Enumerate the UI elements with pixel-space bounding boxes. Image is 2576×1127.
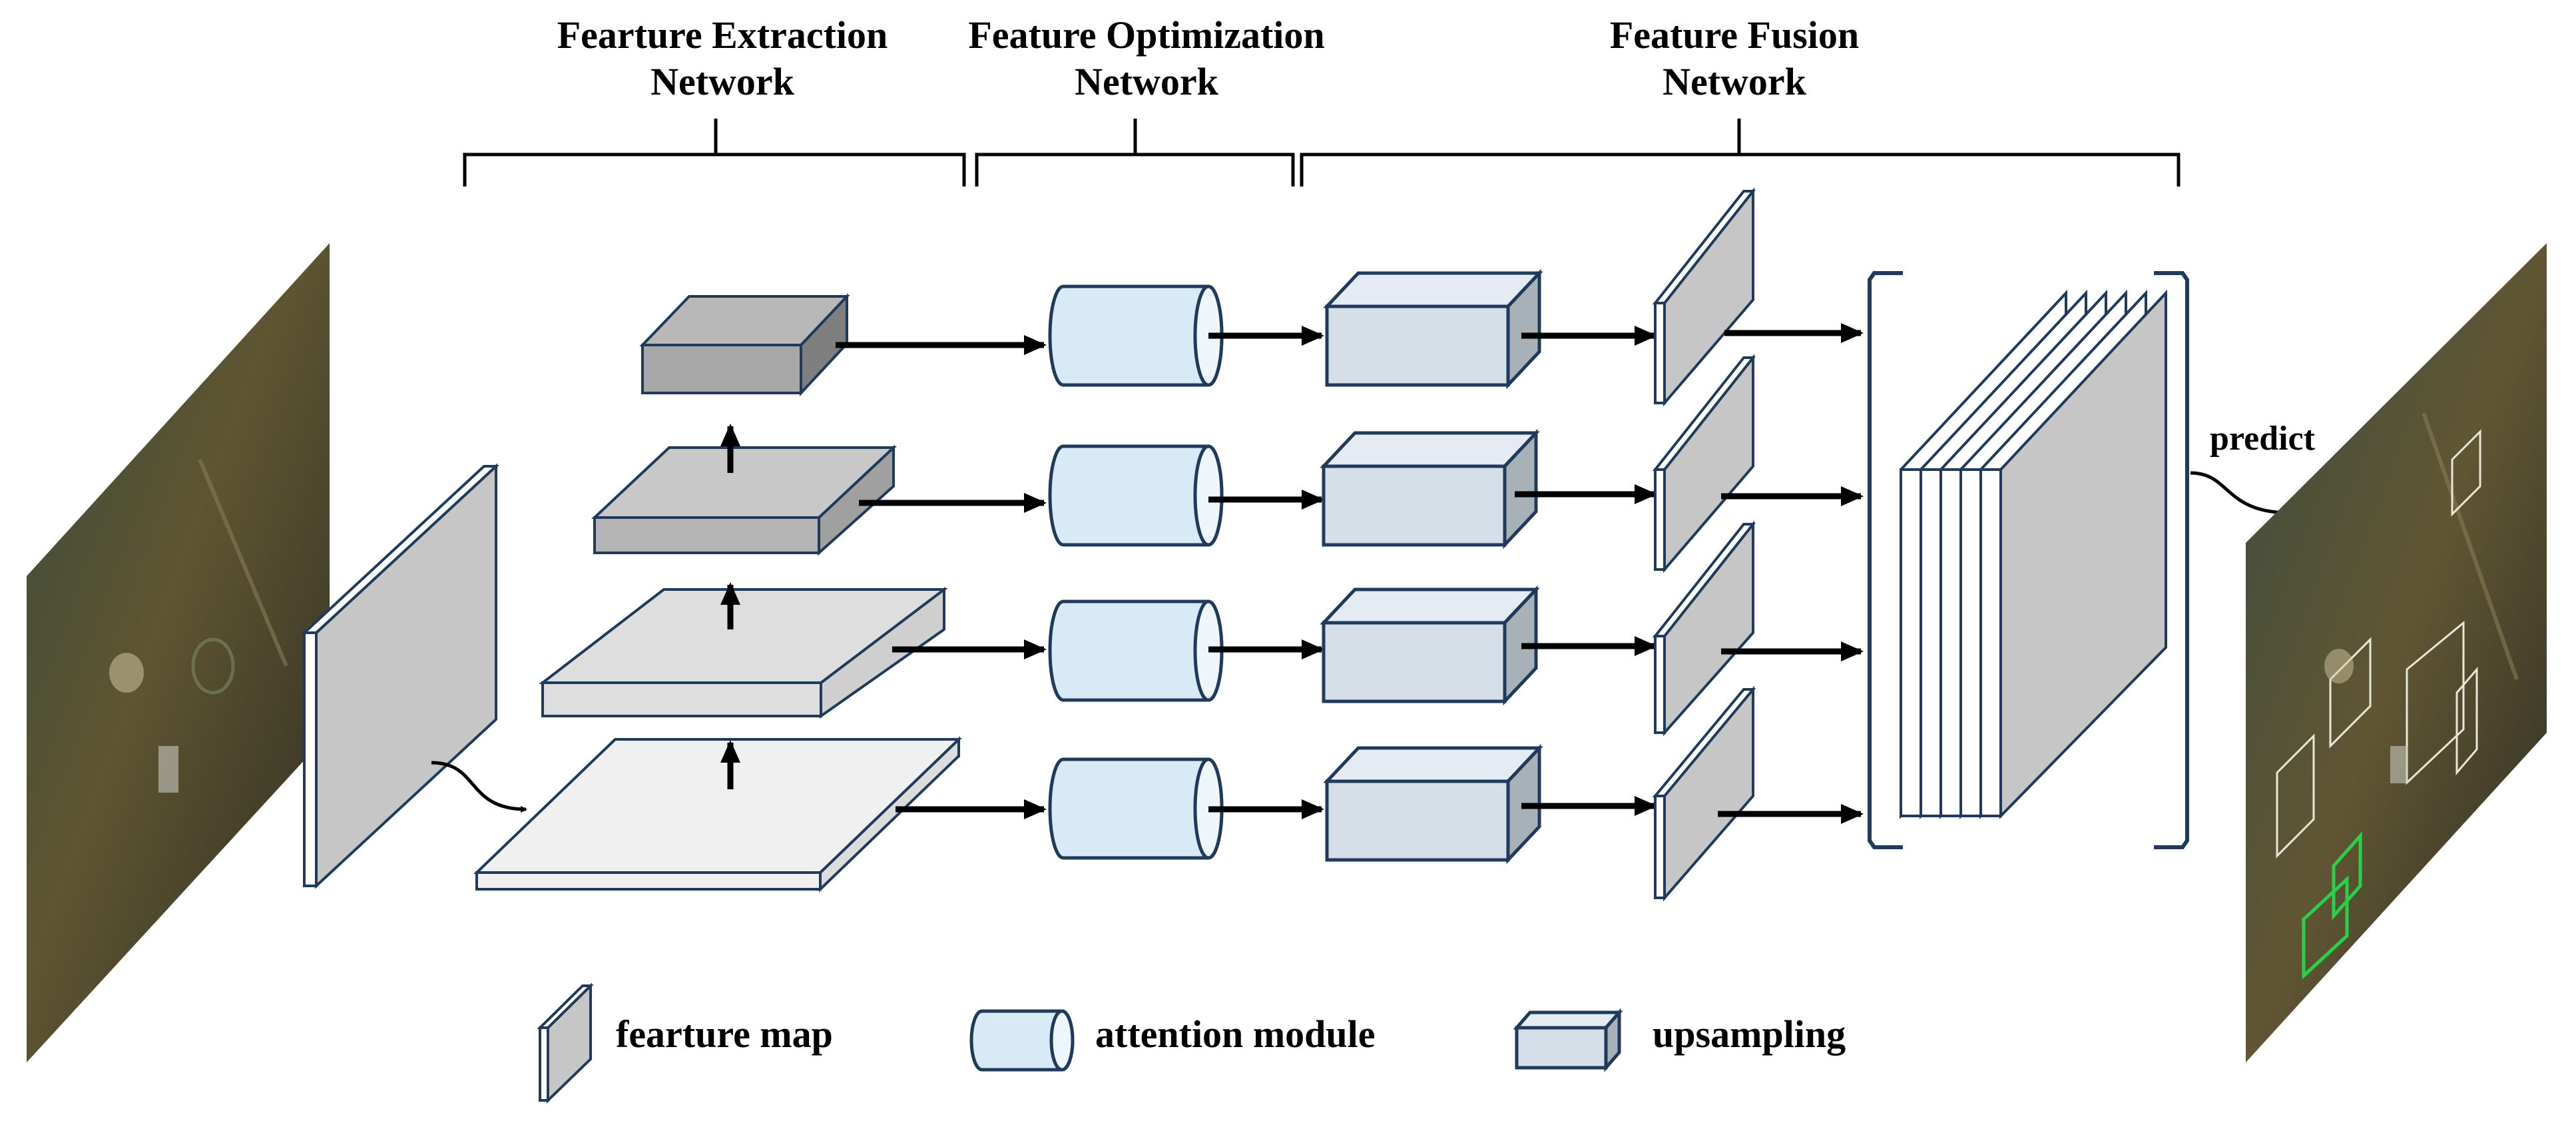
pyramid-level-4: [473, 736, 962, 893]
fusion-to-concat-arrows: [1718, 323, 1864, 824]
input-underwater-image: [27, 243, 330, 1062]
pyramid-to-attention-arrows: [836, 335, 1047, 819]
upsampling-block-row-2: [1320, 428, 1540, 550]
fusion-feature-map-row-3: [1652, 520, 1756, 737]
concat-bracket-right: [2154, 271, 2189, 849]
section-title-line2: Network: [1075, 60, 1219, 103]
legend-upsampling-icon: [1513, 1008, 1623, 1072]
pyramid-level-2: [591, 444, 898, 556]
legend-attention-module-icon: [969, 1009, 1075, 1072]
input-feature-map: [300, 463, 500, 889]
input-to-pyramid-arrow: [431, 761, 527, 813]
section-title-line1: Feature Fusion: [1610, 13, 1859, 57]
concat-brackets: [1868, 271, 2189, 849]
detection-boxes-highlight: [2302, 831, 2362, 980]
predict-label: predict: [2210, 420, 2316, 458]
pyramid-level-3: [539, 586, 948, 719]
attention-module-row-4: [1048, 757, 1224, 860]
upsampling-block-row-1: [1323, 268, 1543, 390]
legend-upsampling-label: upsampling: [1653, 1012, 1846, 1056]
fused-feature-stack: [1900, 289, 2167, 819]
section-title-feature-optimization: Feature Optimization Network: [968, 13, 1324, 103]
section-title-line2: Network: [650, 60, 795, 103]
section-title-line1: Feature Optimization: [968, 13, 1324, 57]
section-brackets: [463, 119, 2181, 187]
upsampling-to-fusion-arrows: [1515, 326, 1657, 816]
predict-arrow: [2190, 471, 2292, 516]
concat-bracket-left: [1868, 271, 1903, 849]
bracket-feature-fusion: [1300, 119, 2181, 187]
legend: fearture map attention module upsampling: [537, 982, 1846, 1104]
attention-module-row-3: [1048, 599, 1224, 702]
section-title-feature-extraction: Fearture Extraction Network: [557, 13, 888, 103]
upsampling-block-row-3: [1320, 585, 1540, 706]
section-title-line1: Fearture Extraction: [557, 13, 888, 57]
fusion-feature-map-row-1: [1652, 187, 1756, 407]
attention-to-upsampling-arrows: [1208, 326, 1324, 819]
fused-layer-front: [1999, 289, 2167, 819]
legend-feature-map-icon: [537, 982, 594, 1104]
detection-boxes: [2276, 429, 2481, 859]
section-title-line2: Network: [1663, 60, 1807, 103]
pyramid-level-1: [639, 292, 850, 397]
output-prediction-image: [2246, 243, 2547, 1062]
attention-module-row-1: [1048, 284, 1224, 387]
section-title-feature-fusion: Feature Fusion Network: [1610, 13, 1859, 103]
bracket-feature-extraction: [463, 119, 966, 187]
attention-module-row-2: [1048, 444, 1224, 547]
bracket-feature-optimization: [975, 119, 1295, 187]
legend-feature-map-label: fearture map: [616, 1012, 833, 1056]
upsampling-block-row-4: [1323, 743, 1543, 865]
fusion-feature-map-row-2: [1652, 354, 1756, 573]
legend-attention-module-label: attention module: [1095, 1012, 1376, 1056]
fusion-feature-map-row-4: [1652, 685, 1756, 902]
